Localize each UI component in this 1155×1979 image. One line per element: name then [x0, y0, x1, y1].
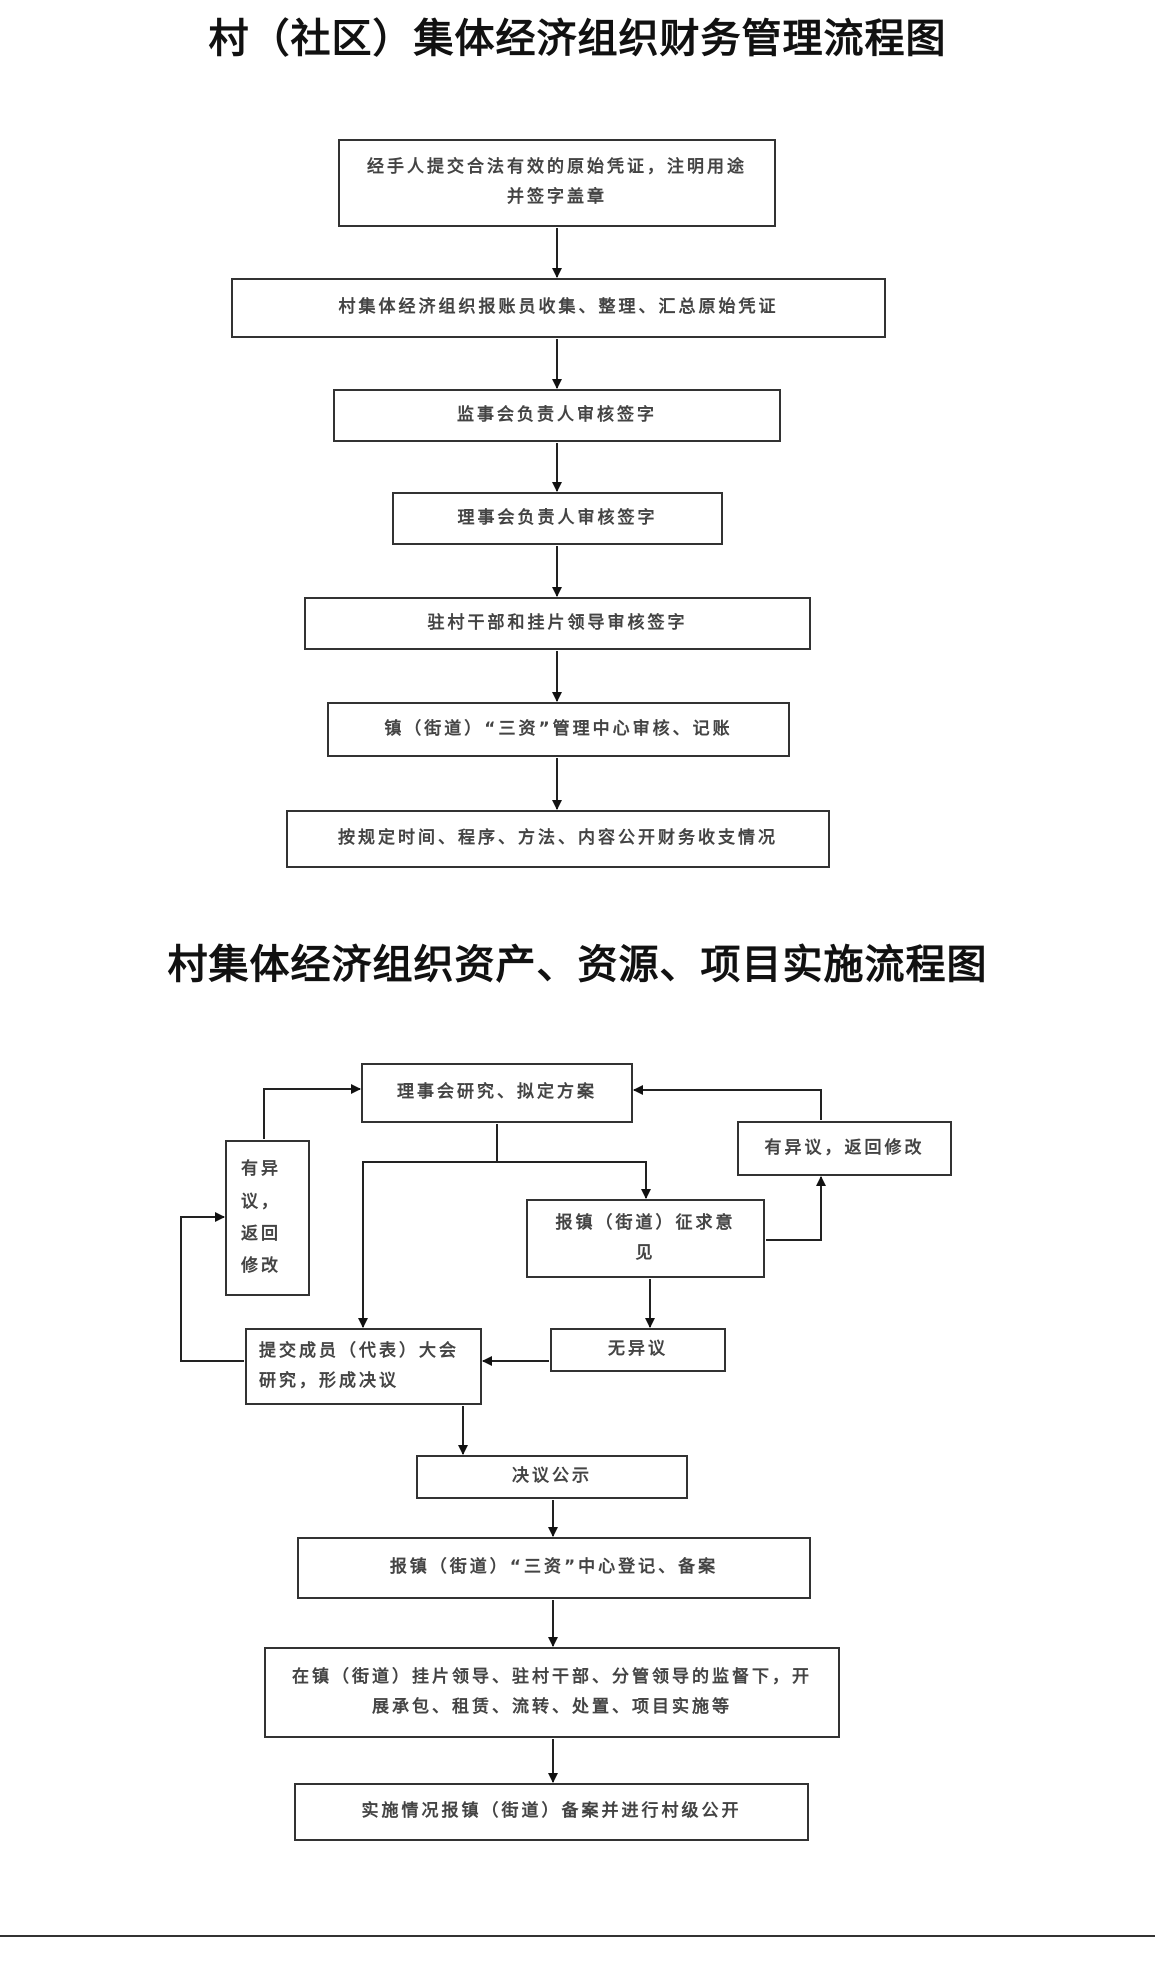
node-text: 有异议，返回修改	[241, 1159, 281, 1277]
node-text: 报镇（街道）征求意见	[555, 1212, 736, 1263]
node-text: 提交成员（代表）大会研究，形成决议	[259, 1340, 459, 1391]
step-text: 驻村干部和挂片领导审核签字	[427, 612, 688, 633]
node-submit-assembly: 提交成员（代表）大会研究，形成决议	[245, 1328, 482, 1405]
node-objection-right: 有异议，返回修改	[737, 1121, 952, 1176]
node-implement: 在镇（街道）挂片领导、驻村干部、分管领导的监督下，开展承包、租赁、流转、处置、项…	[264, 1647, 840, 1738]
step-collect-vouchers: 村集体经济组织报账员收集、整理、汇总原始凭证	[231, 278, 886, 338]
page-divider	[0, 1935, 1155, 1937]
asset-flow-title: 村集体经济组织资产、资源、项目实施流程图	[167, 941, 988, 988]
node-seek-opinion: 报镇（街道）征求意见	[526, 1199, 765, 1278]
arrow-seek-to-objection-right	[766, 1176, 826, 1241]
node-draft-plan: 理事会研究、拟定方案	[361, 1063, 633, 1123]
step-center-audit: 镇（街道）“三资”管理中心审核、记账	[327, 702, 790, 757]
arrow-plan-to-seek	[497, 1161, 651, 1199]
step-text: 经手人提交合法有效的原始凭证，注明用途并签字盖章	[367, 157, 747, 207]
node-text: 无异议	[608, 1339, 668, 1360]
step-text: 监事会负责人审核签字	[457, 404, 657, 425]
node-objection-left: 有异议，返回修改	[225, 1140, 310, 1296]
finance-flow-title: 村（社区）集体经济组织财务管理流程图	[208, 15, 947, 62]
node-register-filing: 报镇（街道）“三资”中心登记、备案	[297, 1537, 811, 1599]
step-text: 镇（街道）“三资”管理中心审核、记账	[384, 718, 733, 739]
arrow-objection-right-to-plan	[633, 1085, 822, 1120]
node-text: 实施情况报镇（街道）备案并进行村级公开	[361, 1801, 742, 1822]
node-no-objection: 无异议	[550, 1328, 726, 1372]
step-disclose-finance: 按规定时间、程序、方法、内容公开财务收支情况	[286, 810, 830, 868]
step-submit-vouchers: 经手人提交合法有效的原始凭证，注明用途并签字盖章	[338, 139, 776, 227]
node-text: 在镇（街道）挂片领导、驻村干部、分管领导的监督下，开展承包、租赁、流转、处置、项…	[292, 1666, 812, 1717]
node-text: 决议公示	[512, 1466, 592, 1487]
arrow-assembly-to-objection-left	[180, 1212, 244, 1362]
node-report-public: 实施情况报镇（街道）备案并进行村级公开	[294, 1783, 809, 1841]
step-text: 按规定时间、程序、方法、内容公开财务收支情况	[338, 828, 778, 849]
step-council-review: 理事会负责人审核签字	[392, 492, 723, 545]
node-publish-resolution: 决议公示	[416, 1455, 688, 1499]
node-text: 报镇（街道）“三资”中心登记、备案	[389, 1557, 719, 1578]
node-text: 有异议，返回修改	[764, 1137, 925, 1158]
step-text: 村集体经济组织报账员收集、整理、汇总原始凭证	[338, 297, 779, 318]
arrow-plan-to-assembly	[358, 1124, 498, 1328]
arrow-objection-left-to-plan	[263, 1084, 361, 1139]
node-text: 理事会研究、拟定方案	[397, 1082, 597, 1103]
step-text: 理事会负责人审核签字	[457, 507, 658, 528]
step-supervisory-review: 监事会负责人审核签字	[333, 389, 781, 442]
step-cadre-review: 驻村干部和挂片领导审核签字	[304, 597, 811, 650]
